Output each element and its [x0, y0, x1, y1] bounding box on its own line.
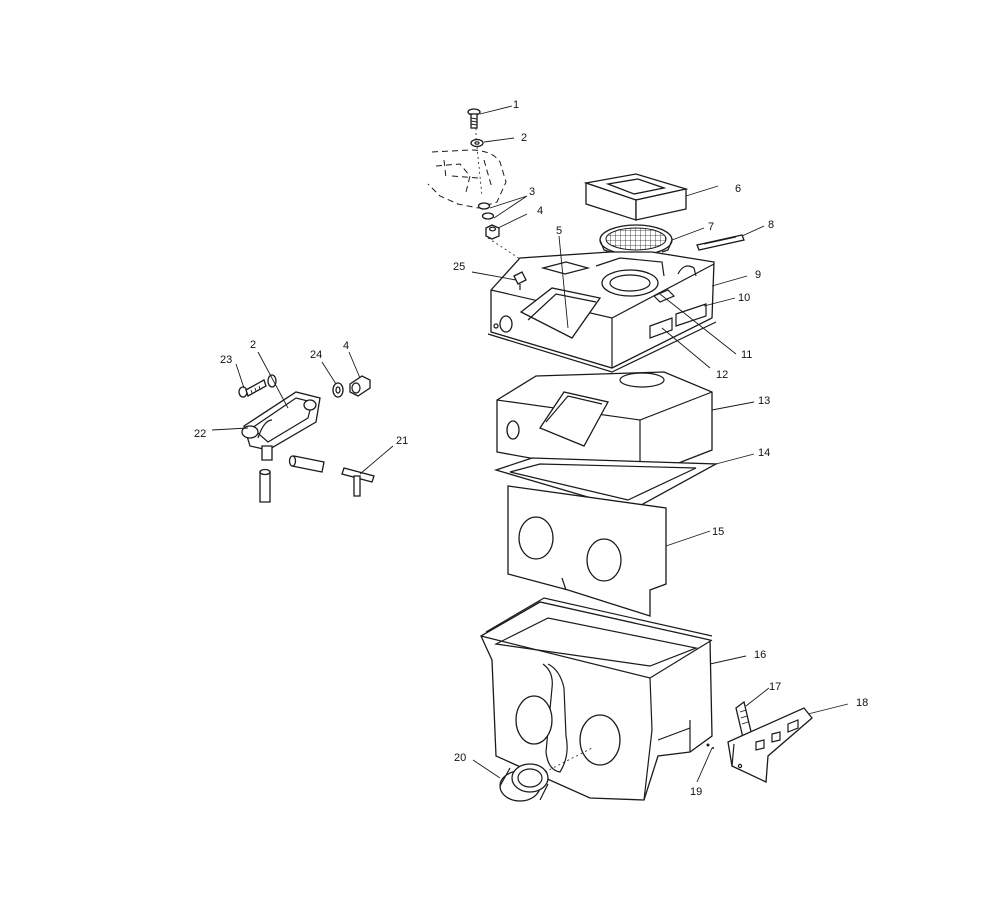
- callout-16: 16: [754, 649, 766, 661]
- callout-3: 3: [529, 186, 535, 198]
- callout-23: 23: [220, 354, 232, 366]
- part-strip: [696, 234, 745, 251]
- callout-9: 9: [755, 269, 761, 281]
- part-washer-left: [267, 374, 277, 388]
- part-holed-plate: [507, 485, 667, 617]
- callout-7: 7: [708, 221, 714, 233]
- part-bracket-mount: [727, 700, 813, 783]
- part-airbox-cover: [487, 251, 717, 373]
- callout-11: 11: [741, 349, 752, 361]
- part-foam-block: [583, 173, 689, 221]
- callout-14: 14: [758, 447, 770, 459]
- callout-18: 18: [856, 697, 868, 709]
- callout-4-left: 4: [343, 340, 349, 352]
- part-fastener: [706, 743, 710, 747]
- callout-1: 1: [513, 99, 519, 111]
- part-fastener-2: [712, 747, 714, 749]
- callout-13: 13: [758, 395, 770, 407]
- part-bracket-ghost: [427, 149, 507, 209]
- callout-10: 10: [738, 292, 750, 304]
- callout-12: 12: [716, 369, 728, 381]
- part-nut: [485, 224, 500, 240]
- part-hose: [288, 455, 325, 473]
- part-hose-vertical: [259, 468, 271, 503]
- callout-8: 8: [768, 219, 774, 231]
- callout-2: 2: [521, 132, 527, 144]
- part-airbox-base: [480, 597, 713, 801]
- callout-5: 5: [556, 225, 562, 237]
- callout-17: 17: [769, 681, 781, 693]
- callout-24: 24: [310, 349, 322, 361]
- part-foam-filter: [496, 371, 713, 479]
- callout-15: 15: [712, 526, 724, 538]
- callout-labels: 1 2 3 4 5 6 7 8 9 10 11 12 13 14 15 16 1…: [194, 99, 868, 798]
- part-tee-fitting: [341, 467, 375, 497]
- part-washer: [470, 138, 484, 148]
- callout-21: 21: [396, 435, 408, 447]
- callout-4: 4: [537, 205, 543, 217]
- part-bolt: [238, 379, 267, 398]
- part-spacer: [332, 382, 344, 398]
- callout-19: 19: [690, 786, 702, 798]
- part-nut-left: [349, 375, 371, 397]
- callout-25: 25: [453, 261, 465, 273]
- part-ring-coupler: [499, 747, 593, 802]
- part-screw: [467, 108, 481, 129]
- callout-6: 6: [735, 183, 741, 195]
- callout-22: 22: [194, 428, 206, 440]
- part-valve-housing: [241, 391, 321, 461]
- part-lock-washers: [477, 202, 495, 220]
- callout-2-left: 2: [250, 339, 256, 351]
- part-clip: [513, 271, 527, 290]
- leader-lines: [211, 105, 849, 783]
- callout-20: 20: [454, 752, 466, 764]
